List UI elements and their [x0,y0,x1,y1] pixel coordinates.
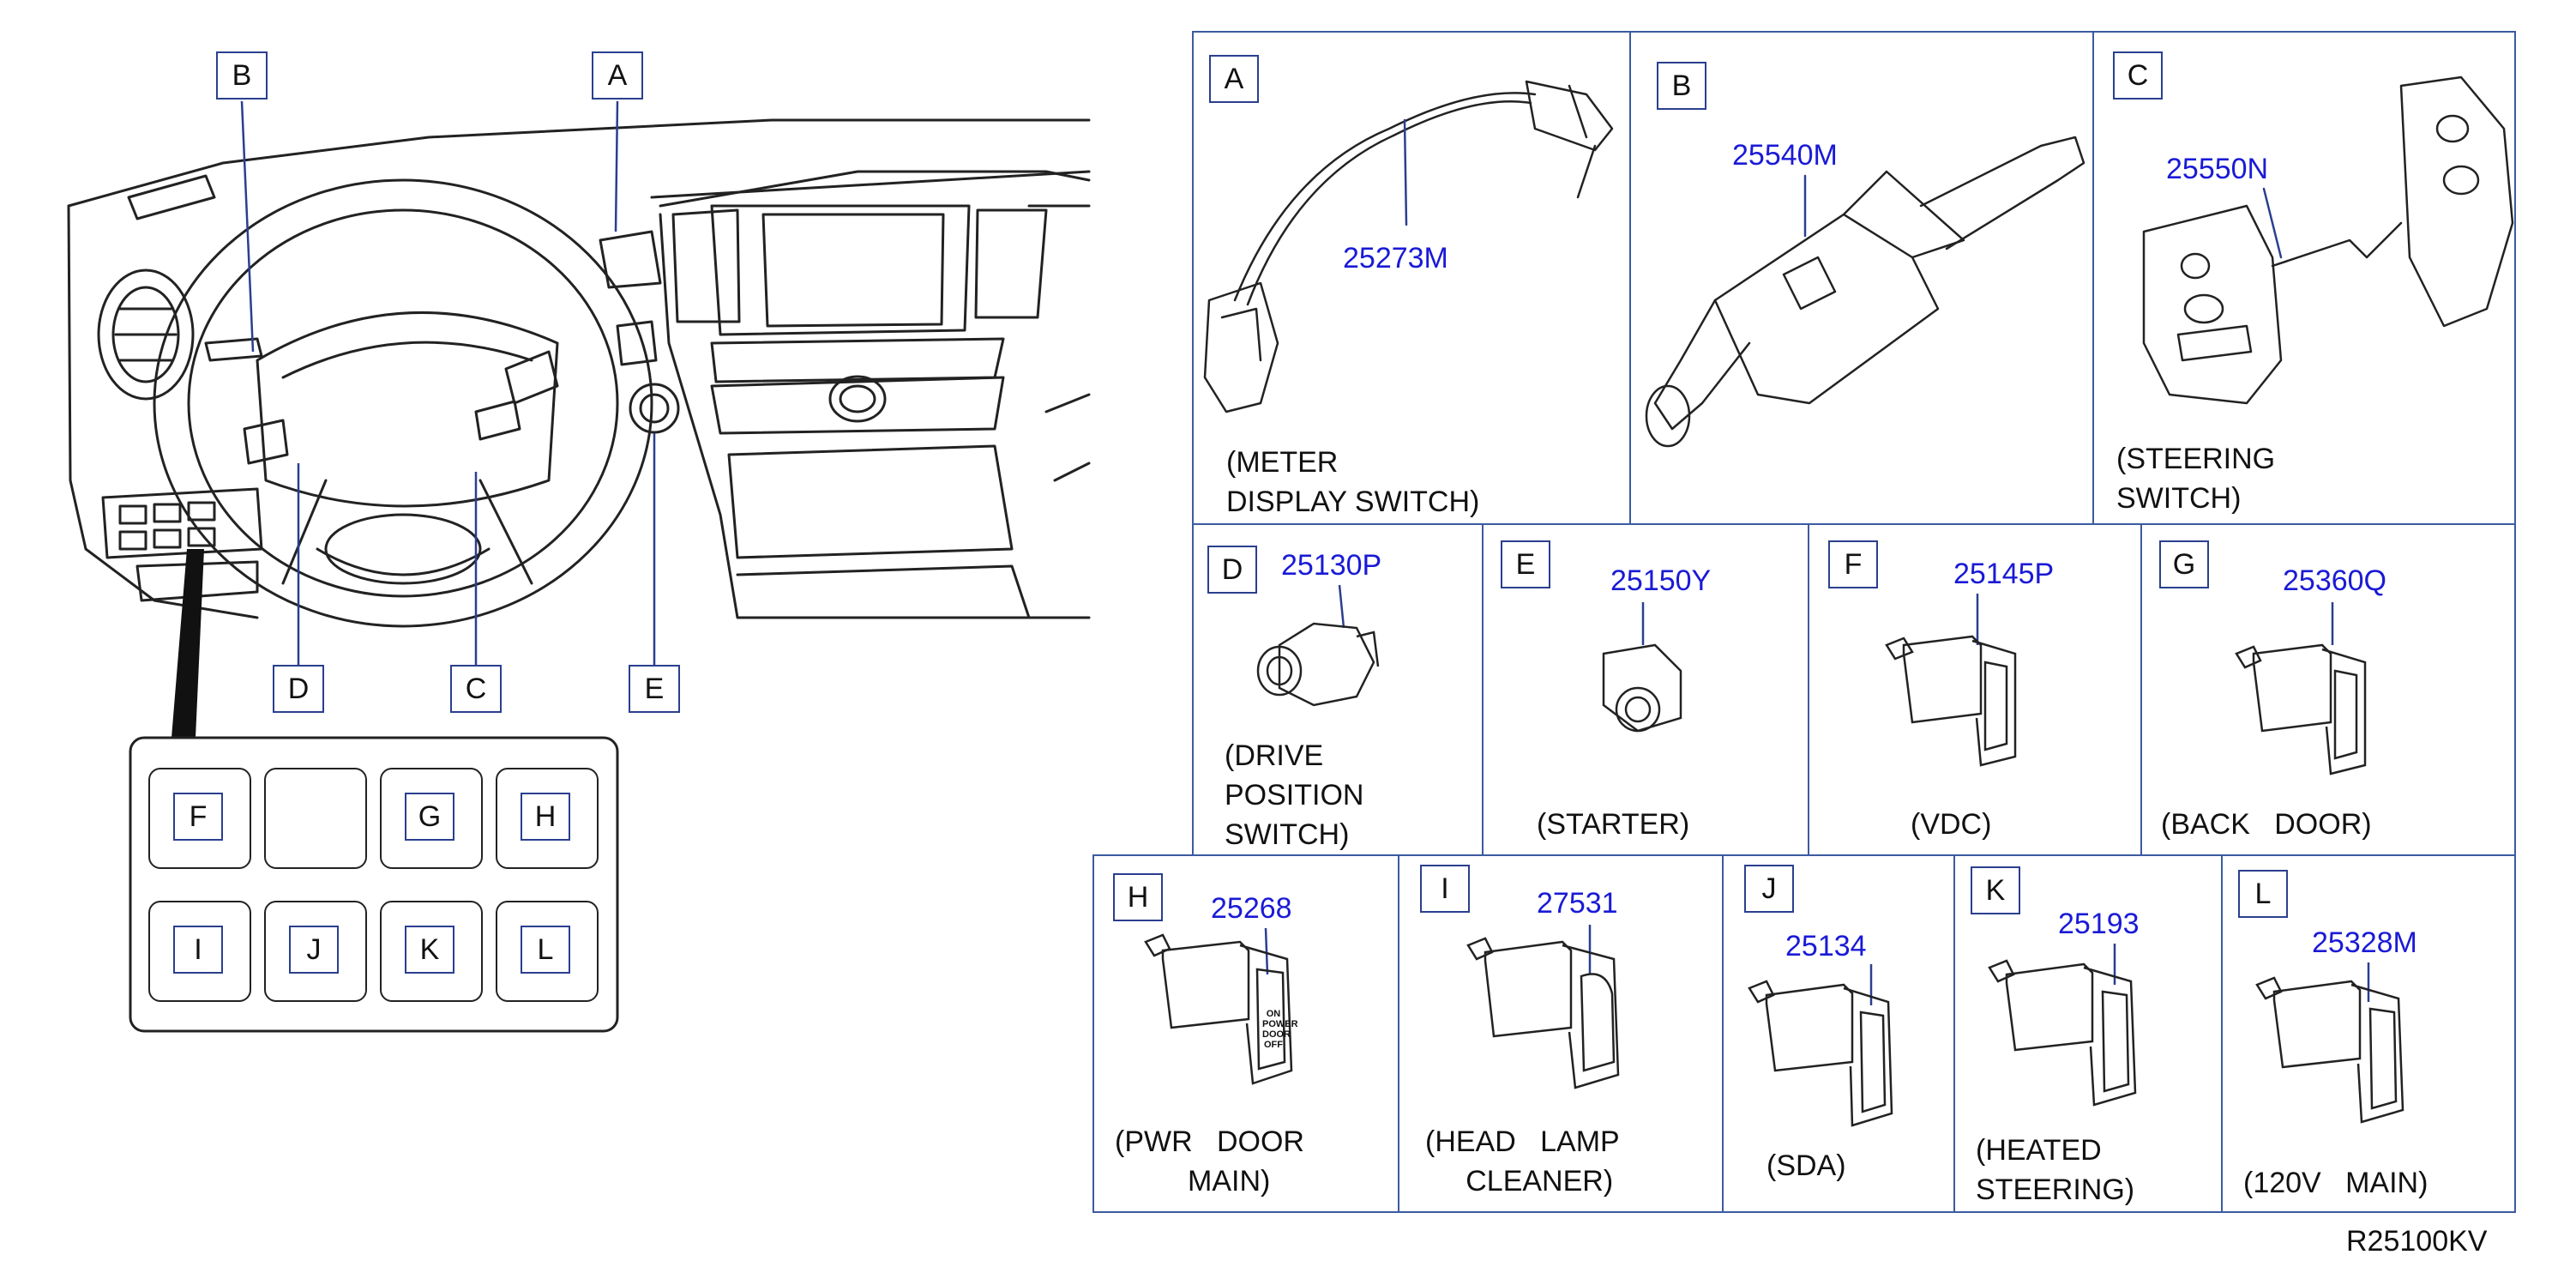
heated-steering-switch-drawing [1988,944,2137,1107]
part-number-g: 25360Q [2283,564,2386,597]
part-number-l: 25328M [2312,926,2417,959]
part-letter-h: H [1113,873,1163,921]
part-number-a: 25273M [1343,242,1448,275]
part-caption-j: (SDA) [1766,1149,1846,1182]
part-letter-d: D [1207,546,1257,594]
vdc-switch-drawing [1885,594,2017,767]
slot-label-j: J [289,926,339,974]
part-letter-f: F [1828,540,1878,588]
part-panel-j: J 25134 (SDA) [1722,854,1955,1213]
callout-a: A [592,51,643,100]
slot-label-i: I [173,926,223,974]
switch-slot-j: J [264,901,367,1002]
part-panel-a: A 25273M (METER DISPLAY SWITCH) [1192,31,1631,525]
diagram-code: R25100KV [2346,1225,2488,1258]
part-number-d: 25130P [1281,549,1382,582]
part-number-k: 25193 [2058,908,2140,940]
slot-label-l: L [521,926,570,974]
switch-face-power-door: POWER DOOR [1262,1019,1298,1040]
callout-d: D [273,665,324,713]
part-panel-d: D 25130P (DRIVE POSITION SWITCH) [1192,523,1484,856]
part-letter-b: B [1657,62,1706,110]
part-letter-l: L [2238,870,2288,918]
part-caption-g: (BACK DOOR) [2161,808,2372,841]
switch-face-on: ON [1266,1009,1281,1019]
part-panel-b: B 25540M [1629,31,2094,525]
part-number-e: 25150Y [1610,564,1712,597]
switch-face-label: ON POWER DOOR OFF [1262,1009,1298,1050]
callout-e: E [629,665,680,713]
part-letter-j: J [1744,865,1794,913]
switch-slot-g: G [380,768,483,869]
part-caption-k: (HEATED STEERING) [1976,1134,2135,1206]
120v-main-switch-drawing [2255,962,2404,1124]
part-panel-i: I 27531 (HEAD LAMP CLEANER) [1398,854,1724,1213]
head-lamp-cleaner-switch-drawing [1466,925,1620,1089]
switch-face-off: OFF [1264,1040,1283,1050]
part-number-j: 25134 [1785,930,1867,962]
switch-slot-k: K [380,901,483,1002]
part-caption-d: (DRIVE POSITION SWITCH) [1225,739,1364,851]
switch-slot-i: I [148,901,251,1002]
part-panel-f: F 25145P (VDC) [1808,523,2142,856]
part-panel-e: E 25150Y (STARTER) [1482,523,1809,856]
slot-label-h: H [521,793,570,841]
part-number-f: 25145P [1953,558,2055,590]
part-panel-k: K 25193 (HEATED STEERING) [1953,854,2223,1213]
part-number-c: 25550N [2166,153,2269,185]
part-letter-k: K [1971,866,2020,914]
drive-position-switch-drawing [1256,584,1380,707]
part-letter-e: E [1501,540,1550,588]
part-panel-l: L 25328M (120V MAIN) [2221,854,2516,1213]
slot-label-g: G [405,793,454,841]
part-caption-a: (METER DISPLAY SWITCH) [1226,446,1480,518]
part-caption-e: (STARTER) [1537,808,1690,841]
callout-b: B [216,51,268,100]
sda-switch-drawing [1748,964,1893,1127]
starter-button-drawing [1602,602,1682,733]
back-door-switch-drawing [2235,602,2367,775]
part-letter-c: C [2113,51,2163,100]
part-caption-i: (HEAD LAMP CLEANER) [1425,1125,1620,1198]
part-letter-a: A [1209,55,1259,103]
slot-label-k: K [405,926,454,974]
part-panel-h: H 25268 ON POWER DOOR OFF (PWR DOOR MAIN… [1092,854,1399,1213]
part-letter-i: I [1420,865,1470,913]
switch-slot-l: L [496,901,599,1002]
part-caption-h: (PWR DOOR MAIN) [1115,1125,1304,1198]
part-letter-g: G [2159,540,2209,588]
part-number-i: 27531 [1537,887,1618,920]
part-panel-c: C 25550N (STEERING SWITCH) [2092,31,2516,525]
part-panel-g: G 25360Q (BACK DOOR) [2140,523,2516,856]
switch-slot-blank [264,768,367,869]
callout-c: C [450,665,502,713]
switch-slot-f: F [148,768,251,869]
part-caption-c: (STEERING SWITCH) [2116,443,2276,515]
switch-slot-h: H [496,768,599,869]
part-caption-l: (120V MAIN) [2243,1167,2429,1199]
part-caption-f: (VDC) [1911,808,1992,841]
power-door-main-switch-drawing [1144,927,1293,1085]
slot-label-f: F [173,793,223,841]
part-number-b: 25540M [1732,139,1838,172]
part-number-h: 25268 [1211,892,1292,925]
